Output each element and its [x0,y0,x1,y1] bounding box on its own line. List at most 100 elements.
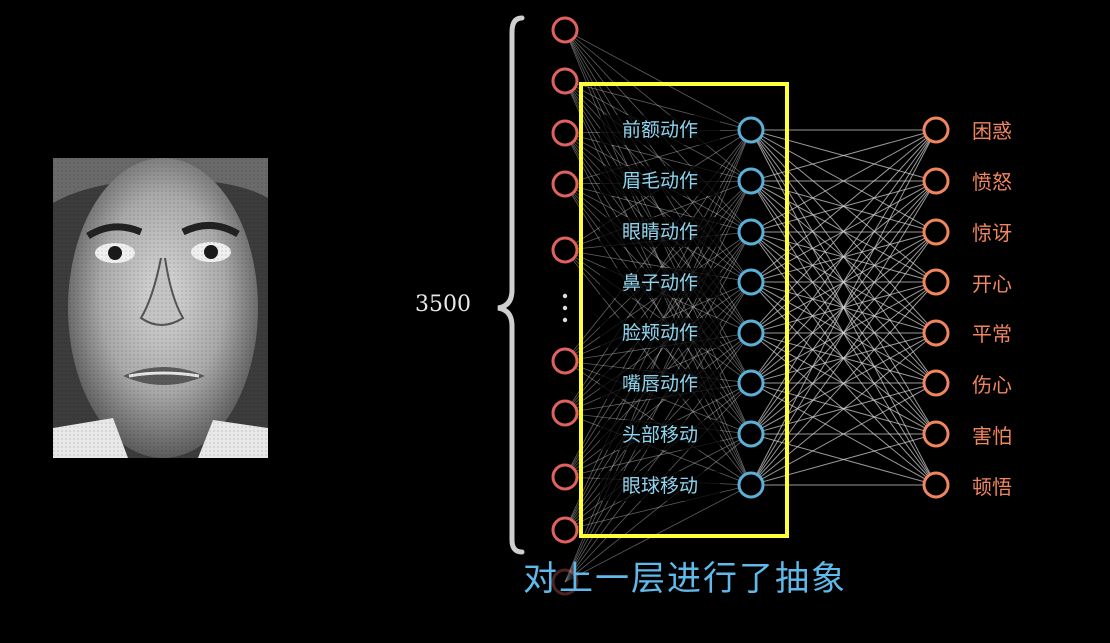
subtitle-caption: 对上一层进行了抽象 [523,559,847,599]
input-node-9 [551,516,579,544]
connection-hidden-8-output-7 [750,433,937,486]
hidden-node-2 [737,167,765,195]
feature-label-head: 头部移动 [600,420,720,450]
connection-input-4-hidden-1 [564,129,752,185]
input-node-2 [551,67,579,95]
connection-input-5-hidden-6 [564,249,752,384]
input-node-7 [551,399,579,427]
connection-input-3-hidden-2 [564,132,752,182]
output-node-5 [922,319,950,347]
emotion-label-surprised: 惊讶 [972,221,1012,245]
connection-input-8-hidden-5 [564,332,752,478]
connection-hidden-8-output-3 [750,231,937,486]
output-node-1 [922,116,950,144]
connection-input-10-hidden-7 [564,433,752,583]
hidden-node-5 [737,319,765,347]
emotion-label-happy: 开心 [972,272,1012,296]
emotion-label-enlightened: 顿悟 [972,475,1012,499]
hidden-node-8 [737,471,765,499]
output-node-7 [922,420,950,448]
hidden-output-connections [750,129,937,486]
hidden-node-6 [737,369,765,397]
hidden-node-4 [737,268,765,296]
connection-input-4-hidden-5 [564,183,752,334]
input-node-10 [551,568,579,596]
output-node-3 [922,218,950,246]
connection-hidden-2-output-1 [750,129,937,182]
output-node-8 [922,471,950,499]
output-node-4 [922,268,950,296]
connection-hidden-8-output-6 [750,382,937,486]
input-ellipsis-dots [562,293,568,323]
connection-hidden-3-output-1 [750,129,937,233]
input-count-label: 3500 [415,292,471,317]
connection-input-5-hidden-8 [564,249,752,486]
connection-hidden-6-output-1 [750,129,937,384]
input-layer-nodes [551,16,579,596]
input-node-8 [551,463,579,491]
connection-input-9-hidden-8 [564,484,752,531]
output-node-6 [922,369,950,397]
output-layer-nodes [922,116,950,499]
connection-input-1-hidden-2 [564,29,752,182]
connection-input-9-hidden-4 [564,281,752,531]
hidden-node-3 [737,218,765,246]
connection-hidden-8-output-2 [750,180,937,486]
hidden-layer-highlight-box [579,82,789,538]
connection-input-8-hidden-7 [564,433,752,478]
emotion-label-angry: 愤怒 [972,170,1012,194]
feature-label-lips: 嘴唇动作 [600,369,720,399]
connection-hidden-7-output-1 [750,129,937,435]
connection-input-2-hidden-5 [564,80,752,334]
connection-input-3-hidden-6 [564,132,752,384]
input-node-4 [551,170,579,198]
connection-input-1-hidden-8 [564,29,752,486]
feature-label-eyeballs: 眼球移动 [600,471,720,501]
emotion-label-confused: 困惑 [972,119,1012,143]
connection-input-10-hidden-3 [564,231,752,583]
feature-label-cheeks: 脸颊动作 [600,318,720,348]
connection-input-1-hidden-1 [564,29,752,131]
feature-label-forehead: 前额动作 [600,115,720,145]
connection-input-9-hidden-6 [564,382,752,531]
input-node-6 [551,347,579,375]
hidden-node-7 [737,420,765,448]
input-count-brace [497,15,525,555]
input-node-5 [551,236,579,264]
connection-input-8-hidden-3 [564,231,752,478]
connection-input-8-hidden-1 [564,129,752,478]
connection-input-9-hidden-2 [564,180,752,531]
input-node-1 [551,16,579,44]
connection-input-10-hidden-5 [564,332,752,583]
connection-input-1-hidden-6 [564,29,752,384]
connection-input-3-hidden-8 [564,132,752,486]
connection-input-4-hidden-7 [564,183,752,435]
connection-input-5-hidden-2 [564,180,752,251]
connection-hidden-8-output-1 [750,129,937,486]
emotion-label-afraid: 害怕 [972,424,1012,448]
connection-input-10-hidden-1 [564,129,752,583]
feature-label-eyes: 眼睛动作 [600,217,720,247]
connection-input-3-hidden-4 [564,132,752,283]
hidden-node-1 [737,116,765,144]
emotion-label-sad: 伤心 [972,373,1012,397]
connection-input-10-hidden-8 [564,484,752,583]
input-node-3 [551,119,579,147]
face-photo [53,158,268,458]
connection-hidden-8-output-4 [750,281,937,486]
feature-label-nose: 鼻子动作 [600,268,720,298]
hidden-layer-nodes [737,116,765,499]
connection-input-2-hidden-3 [564,80,752,233]
connection-input-2-hidden-1 [564,80,752,131]
connection-hidden-5-output-1 [750,129,937,334]
connection-hidden-8-output-5 [750,332,937,486]
emotion-label-neutral: 平常 [972,322,1012,346]
connection-input-2-hidden-7 [564,80,752,435]
connection-input-1-hidden-4 [564,29,752,283]
output-node-2 [922,167,950,195]
feature-label-eyebrows: 眉毛动作 [600,166,720,196]
connection-input-4-hidden-3 [564,183,752,233]
connection-input-5-hidden-4 [564,249,752,283]
